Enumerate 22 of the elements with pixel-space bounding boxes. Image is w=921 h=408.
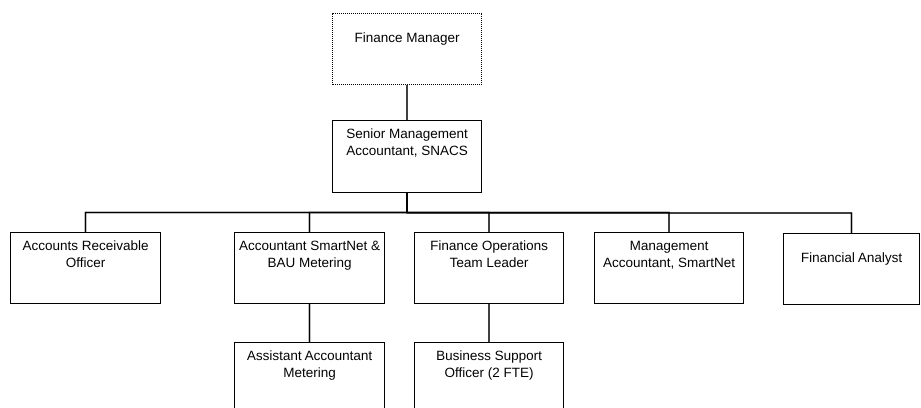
- role-title: Senior Management Accountant, SNACS: [345, 125, 469, 159]
- role-title: Finance Manager: [354, 28, 460, 46]
- role-box: [332, 120, 482, 193]
- role-box: [234, 342, 385, 408]
- role-box: [783, 233, 920, 305]
- role-box: [414, 232, 564, 304]
- connector-line: [406, 85, 408, 120]
- role-box: [234, 232, 385, 304]
- role-box: [10, 232, 161, 304]
- role-title: Accountant SmartNet & BAU Metering: [238, 237, 382, 271]
- role-title: Accounts Receivable Officer: [21, 237, 150, 271]
- role-title: Finance Operations Team Leader: [429, 237, 549, 271]
- connector-line: [488, 304, 490, 342]
- role-title: Business Support Officer (2 FTE): [435, 347, 543, 381]
- role-box: [332, 13, 482, 85]
- role-title: Management Accountant, SmartNet: [602, 237, 736, 271]
- role-title: Financial Analyst: [800, 248, 902, 266]
- connector-line: [308, 304, 310, 342]
- role-box: [594, 232, 744, 304]
- role-title: Assistant Accountant Metering: [246, 347, 374, 381]
- connector-line: [406, 193, 852, 233]
- role-box: [414, 342, 564, 408]
